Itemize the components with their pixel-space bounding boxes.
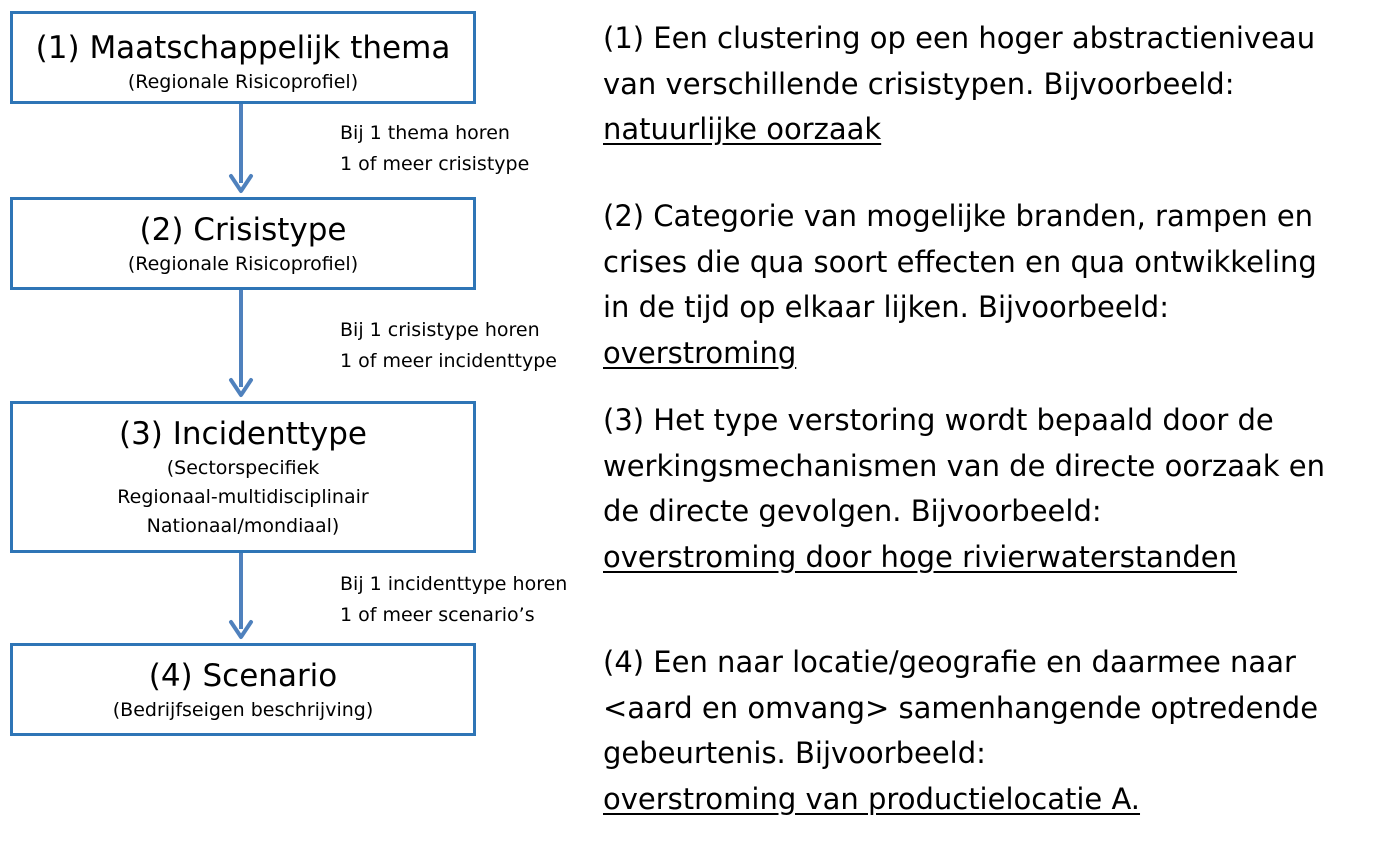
- description-line: (4) Een naar locatie/geografie en daarme…: [603, 645, 1296, 679]
- box-subtitle: (Regionale Risicoprofiel): [127, 253, 359, 275]
- connector-label-line: Bij 1 incidenttype horen: [340, 573, 568, 595]
- description-2: (2) Categorie van mogelijke branden, ram…: [603, 194, 1383, 376]
- description-3: (3) Het type verstoring wordt bepaald do…: [603, 398, 1383, 580]
- box-scenario: (4) Scenario (Bedrijfseigen beschrijving…: [10, 643, 476, 736]
- description-line: werkingsmechanismen van de directe oorza…: [603, 448, 1326, 483]
- description-line: van verschillende crisistypen. Bijvoorbe…: [603, 66, 1235, 101]
- connector-label-3: Bij 1 incidenttype horen 1 of meer scena…: [340, 569, 567, 631]
- description-4: (4) Een naar locatie/geografie en daarme…: [603, 640, 1383, 822]
- box-crisistype: (2) Crisistype (Regionale Risicoprofiel): [10, 197, 476, 290]
- box-subtitle: Nationaal/mondiaal): [146, 515, 340, 537]
- box-subtitle: (Regionale Risicoprofiel): [127, 71, 359, 93]
- connector-label-1: Bij 1 thema horen 1 of meer crisistype: [340, 118, 529, 180]
- connector-label-2: Bij 1 crisistype horen 1 of meer inciden…: [340, 315, 557, 377]
- connector-label-line: Bij 1 thema horen: [340, 122, 510, 144]
- description-line: (1) Een clustering op een hoger abstract…: [603, 21, 1316, 55]
- description-line: (2) Categorie van mogelijke branden, ram…: [603, 199, 1314, 233]
- description-1: (1) Een clustering op een hoger abstract…: [603, 16, 1383, 153]
- arrow-1-to-2: [229, 104, 253, 193]
- box-subtitle: Regionaal-multidisciplinair: [117, 486, 369, 508]
- box-subtitle: (Sectorspecifiek: [166, 457, 320, 479]
- box-subtitle: (Bedrijfseigen beschrijving): [112, 699, 374, 721]
- connector-label-line: Bij 1 crisistype horen: [340, 319, 540, 341]
- description-example: natuurlijke oorzaak: [603, 112, 882, 146]
- connector-label-line: 1 of meer incidenttype: [340, 350, 557, 372]
- description-line: crises die qua soort effecten en qua ont…: [603, 244, 1317, 279]
- box-incidenttype: (3) Incidenttype (Sectorspecifiek Region…: [10, 401, 476, 553]
- description-line: de directe gevolgen. Bijvoorbeeld:: [603, 494, 1102, 528]
- description-line: gebeurtenis. Bijvoorbeeld:: [603, 736, 986, 770]
- description-line: <aard en omvang> samenhangende optredend…: [603, 690, 1319, 725]
- description-example: overstroming van productielocatie A.: [603, 781, 1141, 816]
- description-example: overstroming: [603, 335, 797, 370]
- description-example: overstroming door hoge rivierwaterstande…: [603, 539, 1237, 574]
- arrow-3-to-4: [229, 553, 253, 639]
- box-maatschappelijk-thema: (1) Maatschappelijk thema (Regionale Ris…: [10, 11, 476, 104]
- connector-label-line: 1 of meer scenario’s: [340, 604, 535, 626]
- box-title: (4) Scenario: [148, 658, 338, 694]
- box-title: (2) Crisistype: [139, 212, 347, 248]
- box-title: (3) Incidenttype: [118, 416, 367, 452]
- arrow-2-to-3: [229, 290, 253, 397]
- description-line: (3) Het type verstoring wordt bepaald do…: [603, 403, 1274, 437]
- connector-label-line: 1 of meer crisistype: [340, 153, 530, 175]
- description-line: in de tijd op elkaar lijken. Bijvoorbeel…: [603, 290, 1169, 324]
- box-title: (1) Maatschappelijk thema: [35, 30, 451, 66]
